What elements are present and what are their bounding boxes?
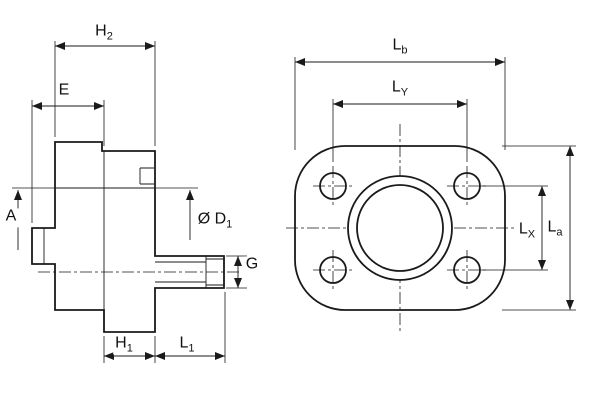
tube-bore-lines [155,261,206,283]
dimension-lines [12,41,576,363]
dim-label-h2: H2 [93,22,115,43]
side-view-outline [31,141,225,333]
bore-circle [356,184,444,272]
dim-label-g: G [243,256,261,276]
bolt-hole-bottom-right [447,250,487,290]
front-view [286,124,514,334]
dim-label-la: La [545,218,565,239]
dim-label-e: E [56,82,72,102]
bolt-hole-top-right [447,166,487,206]
bolt-hole-bottom-left [313,250,353,290]
dim-label-l1: L1 [177,334,197,355]
dim-label-a: A [3,208,19,228]
dim-label-lb: Lb [390,36,410,57]
dim-label-lx: LX [516,220,538,241]
dim-label-h1: H1 [113,334,135,355]
bolt-hole-top-left [313,166,353,206]
groove-lines [139,167,154,185]
side-view [31,141,242,333]
dim-label-ly: LY [389,78,411,99]
dim-label-d1: Ø D1 [195,210,235,231]
